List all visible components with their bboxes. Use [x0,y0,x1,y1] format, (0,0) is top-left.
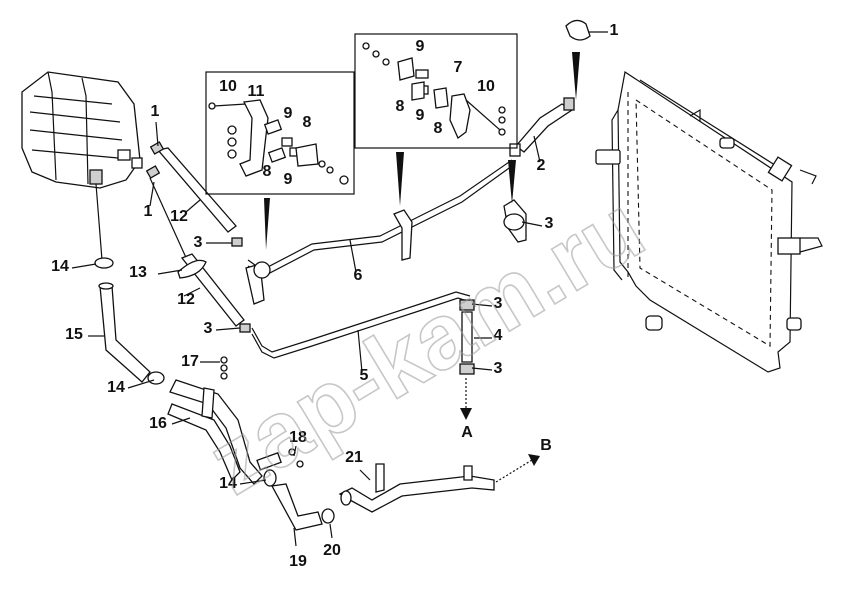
callout-c3a: 3 [545,215,554,232]
callout-cB: B [540,437,552,454]
callout-c9c: 9 [416,38,425,55]
pointer-clamp-3 [508,160,516,204]
callout-c3e: 3 [494,360,503,377]
callout-c20: 20 [323,542,341,559]
clamp-14-mid [147,371,165,385]
callout-c9b: 9 [284,171,293,188]
pipe-5 [251,291,471,359]
clamp-20 [321,508,335,524]
callout-c3b: 3 [194,234,203,251]
hose-4 [459,299,475,375]
callout-c9a: 9 [284,105,293,122]
callout-c14a: 14 [51,258,69,275]
callout-c17: 17 [181,353,199,370]
callout-cA: A [461,424,473,441]
arrow-a [460,378,472,420]
clamp-3-d [239,323,251,333]
pipe-6 [245,159,513,305]
callout-c1a: 1 [610,22,619,39]
hose-19 [263,469,335,531]
tube-12-upper [145,141,237,233]
callout-c21: 21 [345,449,363,466]
callout-c8b: 8 [263,163,272,180]
callout-c12a: 12 [170,208,188,225]
pipe-21 [338,463,495,513]
callout-c10b: 10 [477,78,495,95]
leader-lines [71,31,608,547]
callout-c14b: 14 [107,379,125,396]
clamp-14-top [94,257,114,269]
callout-c8c: 8 [396,98,405,115]
callout-c12b: 12 [177,291,195,308]
tubes-16 [167,356,304,485]
callout-c9d: 9 [416,107,425,124]
detail-box-left [205,71,355,195]
radiator [595,71,823,373]
callout-c8a: 8 [303,114,312,131]
clamp-1-top [565,19,591,41]
clip-13 [177,259,207,279]
callout-c3d: 3 [204,320,213,337]
callout-c1b: 1 [151,103,160,120]
detail-box-right [354,33,518,149]
callout-c19: 19 [289,553,307,570]
callout-c4: 4 [494,327,503,344]
callout-c14c: 14 [219,475,237,492]
callout-c16: 16 [149,415,167,432]
callout-c15: 15 [65,326,83,343]
hose-2 [509,19,591,157]
callout-c8d: 8 [434,120,443,137]
callout-c1c: 1 [144,203,153,220]
pointer-clamp-1 [572,52,580,100]
callout-c10a: 10 [219,78,237,95]
pointer-left [264,198,270,250]
callout-c5: 5 [360,367,369,384]
callout-c18: 18 [289,429,307,446]
callout-c3c: 3 [494,295,503,312]
callout-c2: 2 [537,157,546,174]
callout-c7: 7 [454,59,463,76]
pointer-right [396,152,404,206]
callout-c6: 6 [354,267,363,284]
callout-c11: 11 [248,83,265,100]
arrow-b [495,454,540,483]
expansion-tank [21,71,143,189]
hose-15 [94,183,165,385]
tube-12-lower [149,177,245,327]
callout-c13: 13 [129,264,147,281]
clamp-3-b [231,237,243,247]
